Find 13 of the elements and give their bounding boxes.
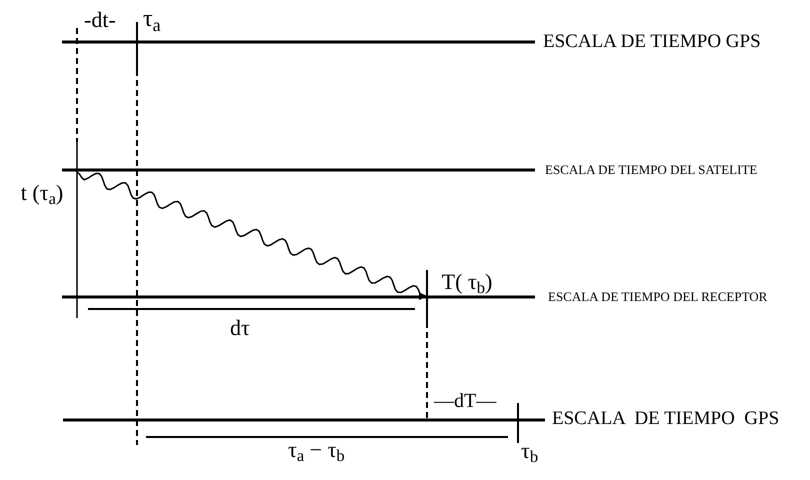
scale-label: ESCALA DE TIEMPO GPS xyxy=(552,407,780,431)
scale-label: —dT— xyxy=(434,389,496,414)
scale-label: dτ xyxy=(230,314,250,342)
scale-label: ESCALA DE TIEMPO GPS xyxy=(543,30,761,54)
time-label: T( τ$_{b}$) xyxy=(442,271,492,293)
scale-label: τ$_{b}$ xyxy=(521,437,538,464)
scale-label: -dt- xyxy=(84,6,116,34)
time-label: t (τ$_{a}$) xyxy=(20,182,64,204)
scale-label: ESCALA DE TIEMPO DEL SATELITE xyxy=(545,162,758,178)
wavy-signal-arrow xyxy=(76,171,427,300)
scale-label: τ$_{a}$ − τ$_{b}$ xyxy=(288,436,345,464)
scale-label: τ$_{a}$ xyxy=(143,5,161,34)
scale-label: ESCALA DE TIEMPO DEL RECEPTOR xyxy=(548,289,768,306)
